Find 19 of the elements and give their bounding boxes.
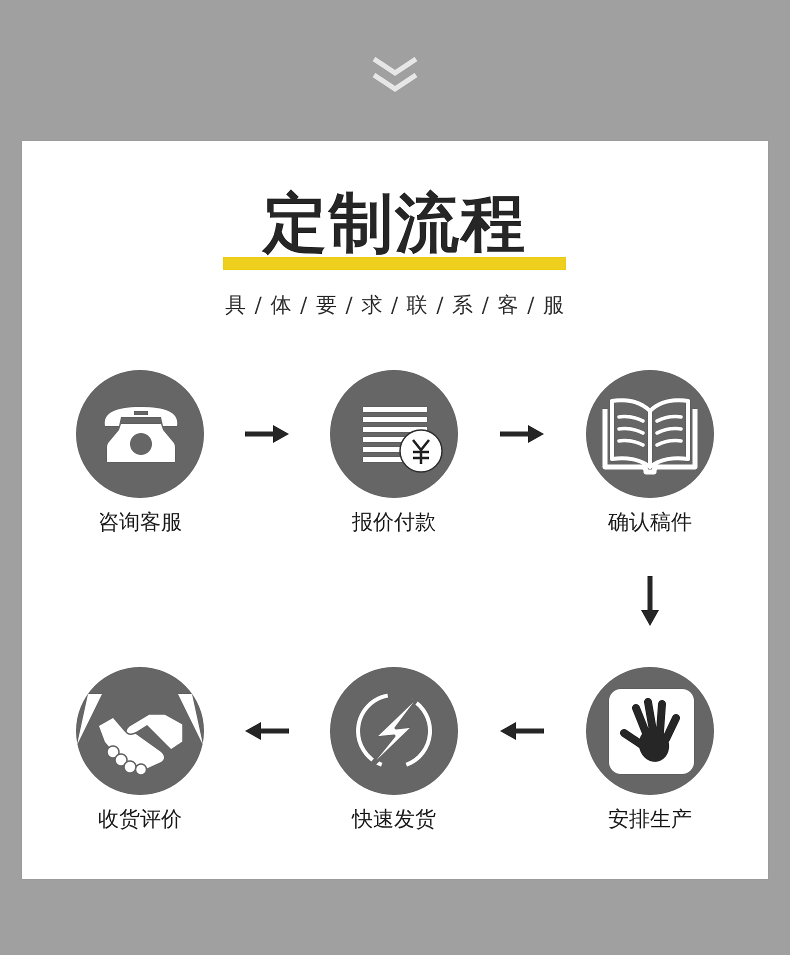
process-step [76,667,204,832]
step-label: 收货评价 [98,806,182,832]
title: 定制流程 [263,192,527,256]
subtitle: 具 / 体 / 要 / 求 / 联 / 系 / 客 / 服 [225,292,565,318]
arrow [245,425,289,443]
arrow [245,722,289,740]
arrow [500,425,544,443]
arrow [500,722,544,740]
step-label: 安排生产 [608,806,692,832]
step-label: 确认稿件 [608,509,692,535]
step-label: 快速发货 [352,806,436,832]
process-step [330,370,458,535]
process-step [586,667,714,832]
step-label: 报价付款 [352,509,436,535]
arrow [641,576,659,626]
step-label: 咨询客服 [98,509,182,535]
process-step [76,370,204,535]
process-step [330,667,458,832]
process-step [586,370,714,535]
